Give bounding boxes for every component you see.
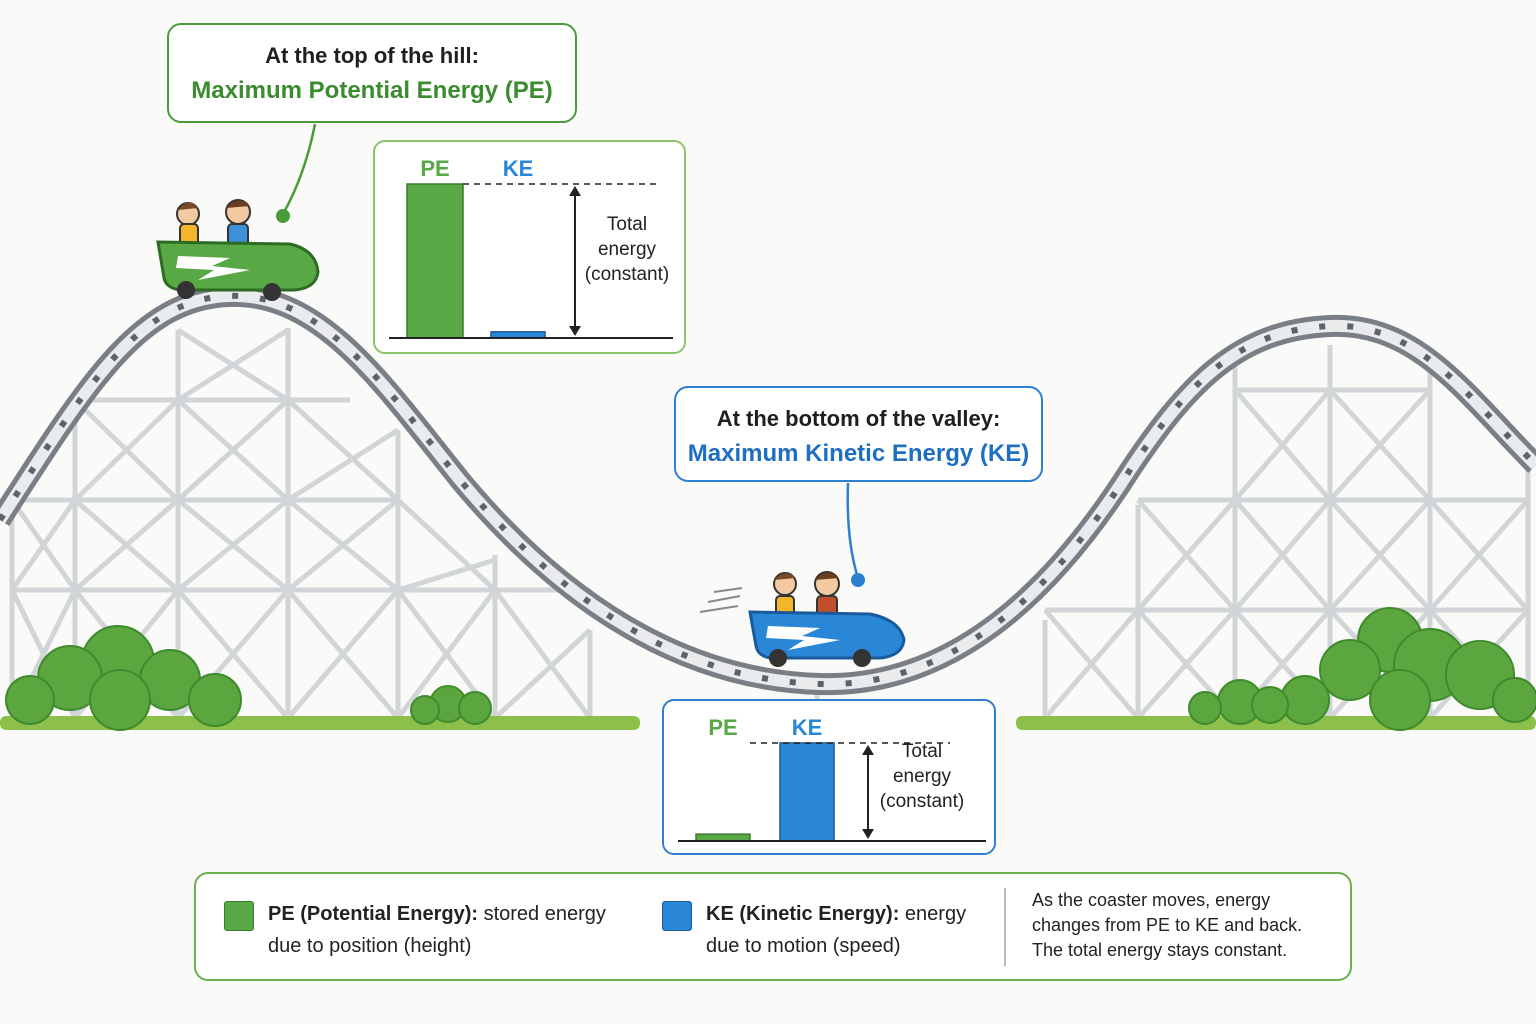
bar-label-ke: KE [792, 715, 823, 740]
bar-label-pe: PE [708, 715, 737, 740]
bushes [5, 607, 1536, 731]
callout-top-line2: Maximum Potential Energy (PE) [191, 77, 553, 104]
legend-note: As the coaster moves, energy changes fro… [1032, 888, 1302, 963]
bar-pe [406, 183, 464, 339]
callout-bottom-line1: At the bottom of the valley: [716, 406, 1001, 431]
legend-ke-term: KE (Kinetic Energy): [706, 903, 900, 925]
bar-label-pe: PE [420, 156, 449, 181]
callout-bottom-of-valley: At the bottom of the valley: Maximum Kin… [674, 386, 1043, 482]
green-coaster-car [156, 199, 320, 301]
legend-note-line: changes from PE to KE and back. [1032, 915, 1303, 935]
bar-pe [695, 833, 751, 842]
legend-pe-desc1: stored energy [483, 903, 606, 925]
bar-label-ke: KE [503, 156, 534, 181]
arrow-head-up [569, 186, 581, 196]
total-energy-label: energy [893, 766, 952, 787]
legend-note-line: As the coaster moves, energy [1032, 890, 1271, 910]
total-energy-label: Total [902, 741, 942, 762]
callout-bottom-line2: Maximum Kinetic Energy (KE) [687, 440, 1030, 467]
arrow-head-up [862, 745, 874, 755]
legend: PE (Potential Energy): stored energy due… [194, 872, 1352, 981]
blue-coaster-car [699, 571, 906, 667]
legend-ke-desc1: energy [904, 903, 967, 925]
legend-pe-term: PE (Potential Energy): [268, 903, 479, 925]
total-energy-label: Total [607, 214, 647, 235]
bar-ke [779, 742, 835, 842]
coaster-track [0, 284, 1536, 696]
total-energy-label: (constant) [585, 264, 669, 285]
ke-swatch [662, 901, 692, 931]
energy-bars-top: PE KE Total energy (constant) [389, 156, 673, 339]
total-energy-label: (constant) [880, 791, 964, 812]
arrow-head-down [569, 326, 581, 336]
energy-chart-top: PE KE Total energy (constant) [373, 140, 686, 354]
legend-pe-desc2: due to position (height) [268, 935, 472, 957]
legend-ke-desc2: due to motion (speed) [706, 935, 901, 957]
energy-bars-bottom: PE KE Total energy (constant) [678, 715, 986, 842]
callout-top-line1: At the top of the hill: [265, 43, 479, 68]
legend-pe-text: PE (Potential Energy): stored energy due… [268, 898, 606, 962]
pe-swatch [224, 901, 254, 931]
callout-top-of-hill: At the top of the hill: Maximum Potentia… [167, 23, 577, 123]
callout-pointer-top [276, 123, 317, 223]
legend-note-line: The total energy stays constant. [1032, 940, 1288, 960]
energy-chart-bottom: PE KE Total energy (constant) [662, 699, 996, 855]
total-energy-label: energy [598, 239, 657, 260]
callout-pointer-bottom [846, 482, 865, 587]
support-structure [9, 327, 1531, 720]
arrow-head-down [862, 829, 874, 839]
legend-divider [1004, 888, 1006, 966]
legend-ke-text: KE (Kinetic Energy): energy due to motio… [706, 898, 966, 962]
